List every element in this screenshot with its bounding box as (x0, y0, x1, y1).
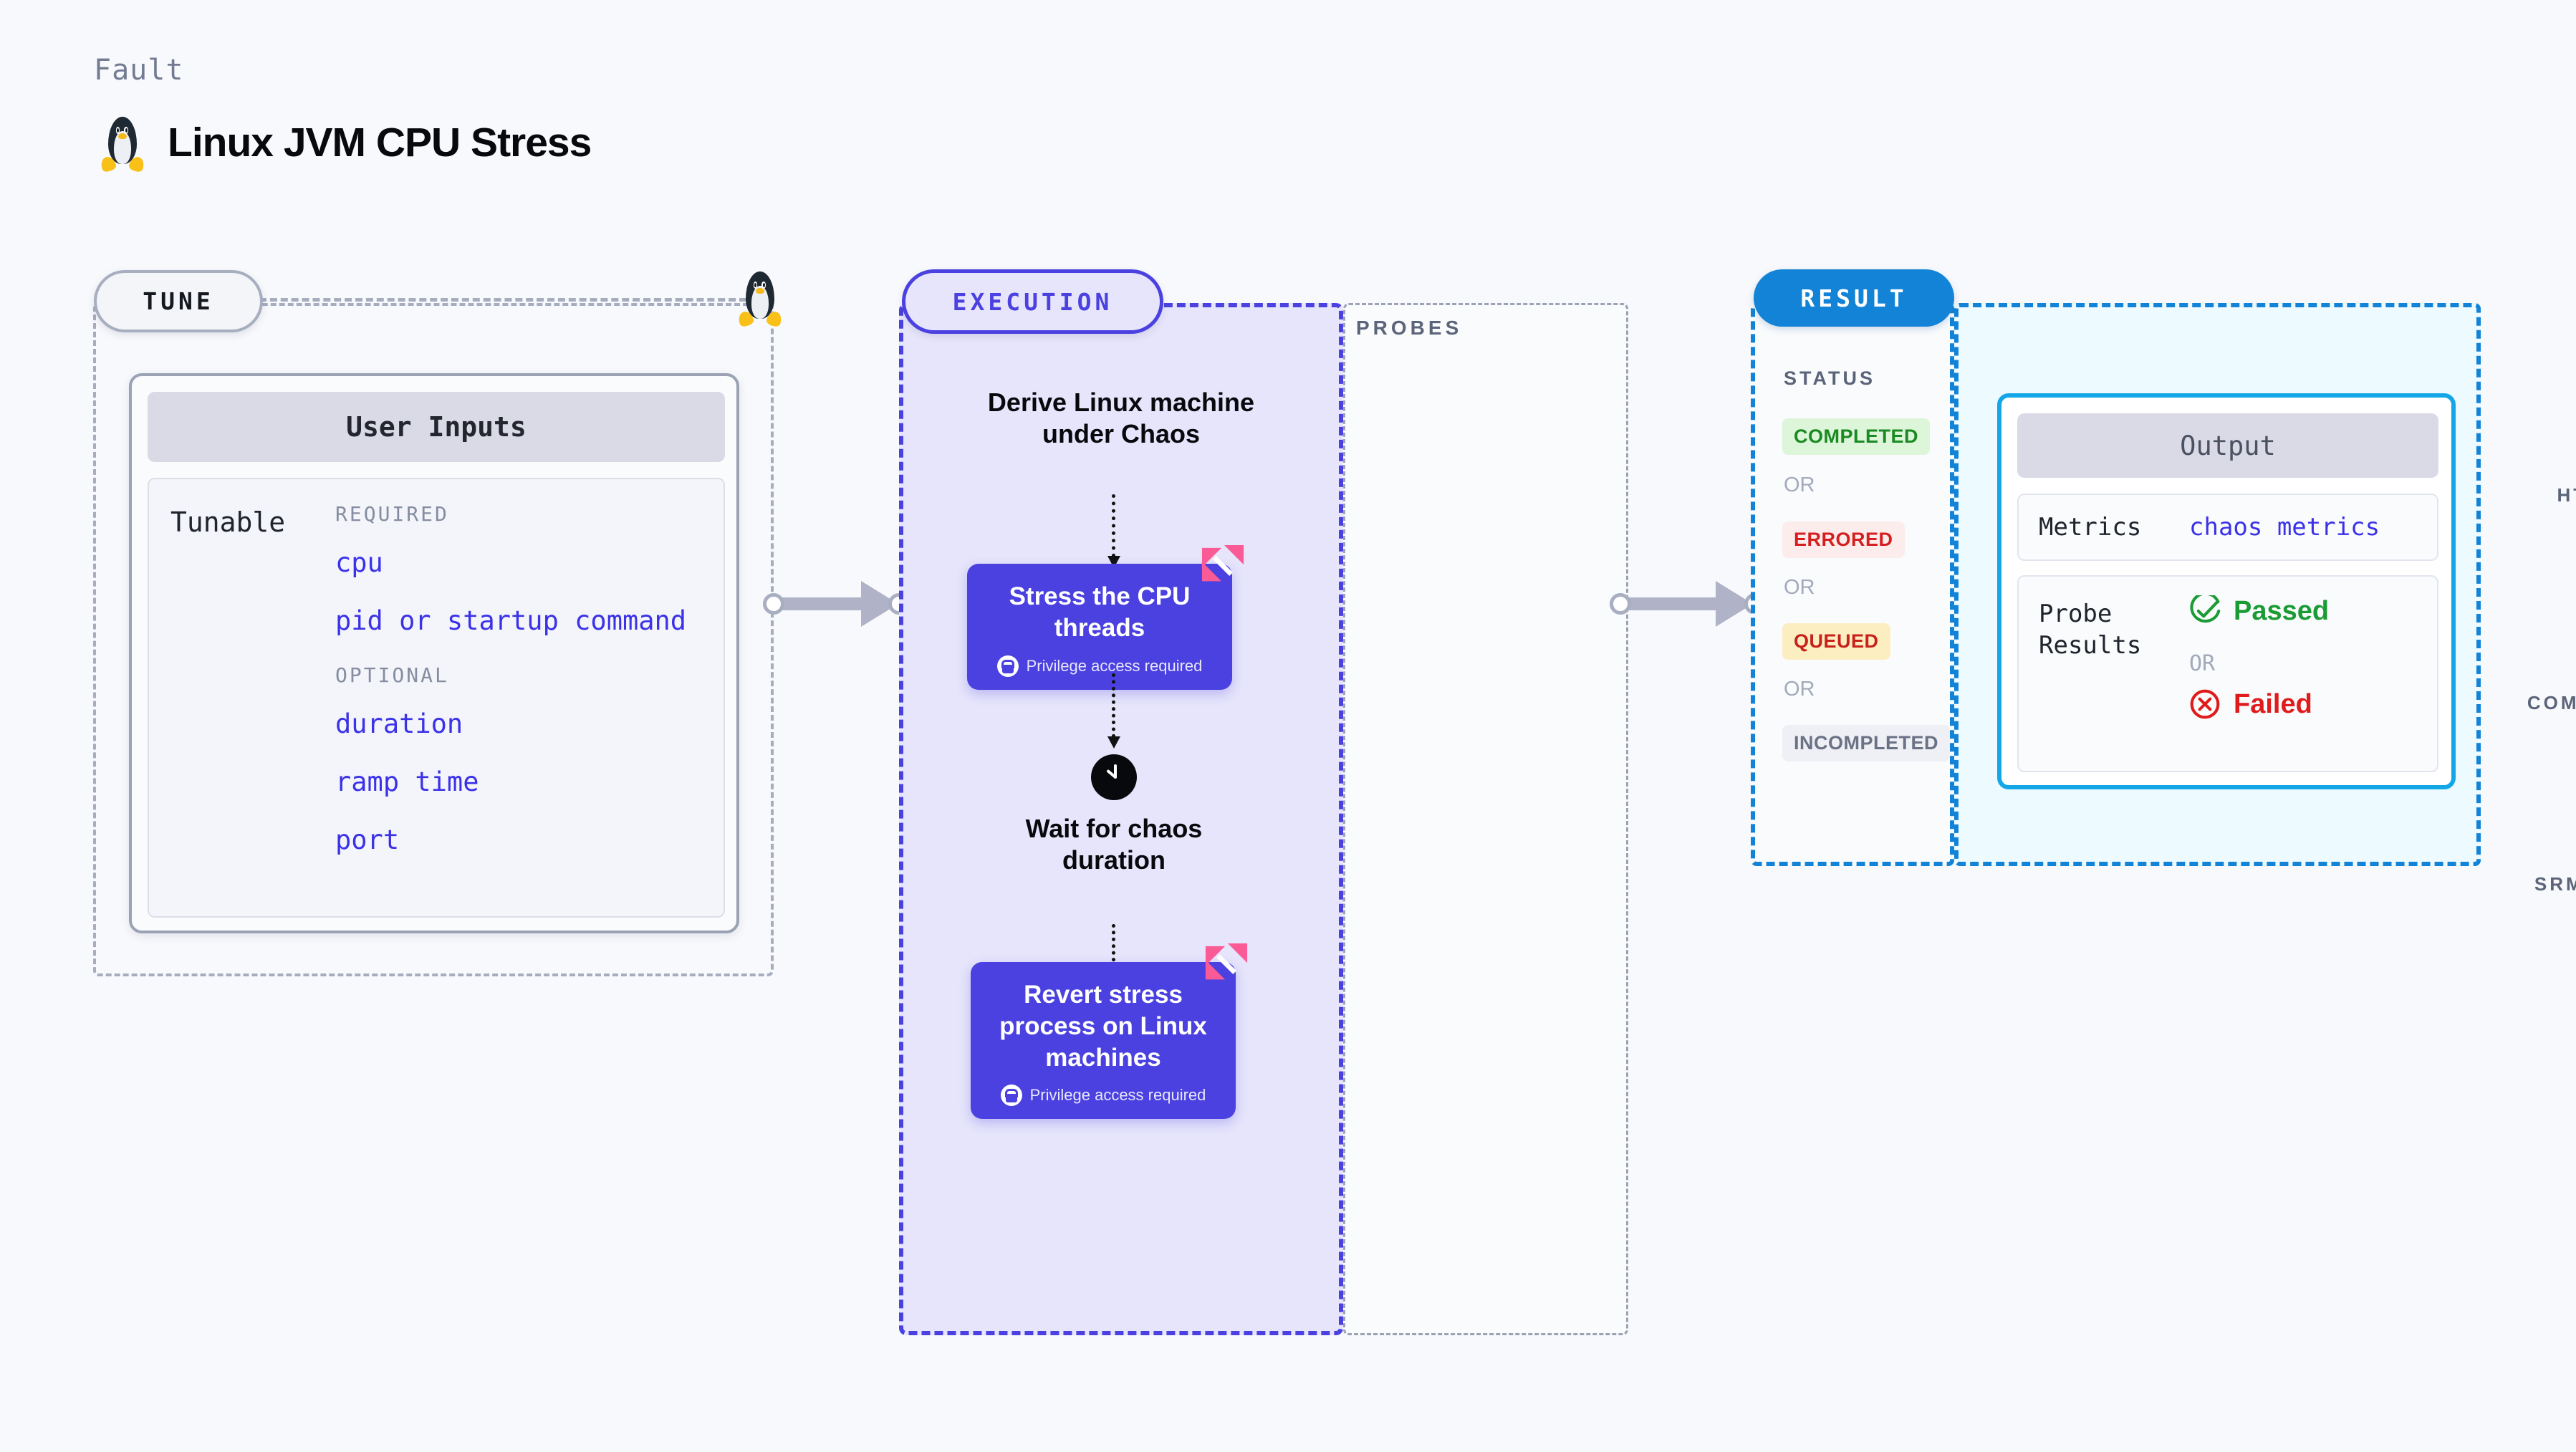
probe-http-caption: HTTP PROBE (2557, 484, 2576, 506)
probes-panel (1343, 303, 1628, 1335)
execution-arrow-2 (1107, 673, 1120, 749)
execution-step-stress-card: Stress the CPU threads Privilege access … (967, 544, 1244, 690)
litmus-logo-icon (1205, 943, 1248, 980)
probe-srm-slo-caption: SRM SLO PROBE (2534, 873, 2576, 895)
litmus-logo-icon (1201, 544, 1244, 582)
status-or-3: OR (1784, 678, 1815, 701)
tunables-body: Tunable REQUIRED cpu pid or startup comm… (148, 478, 725, 918)
linux-penguin-icon (99, 115, 146, 174)
output-metrics-value[interactable]: chaos metrics (2189, 513, 2380, 542)
x-circle-icon (2190, 689, 2220, 719)
output-card: Output Metrics chaos metrics Probe Resul… (1997, 393, 2456, 789)
status-badge-incompleted: INCOMPLETED (1782, 725, 1951, 761)
execution-step-revert-card: Revert stress process on Linux machines … (971, 943, 1248, 1120)
privilege-note-text: Privilege access required (1026, 656, 1203, 675)
privilege-note: Privilege access required (979, 655, 1221, 677)
execution-step-derive-text: Derive Linux machine under Chaos (987, 388, 1255, 448)
lock-icon (996, 655, 1019, 677)
probe-result-passed-text: Passed (2234, 595, 2330, 626)
tunable-group-heading-required: REQUIRED (335, 502, 449, 526)
linux-penguin-marker-icon (736, 269, 784, 329)
lock-icon (1000, 1085, 1022, 1107)
page-kicker: Fault (94, 54, 184, 87)
tunable-item-port[interactable]: port (335, 824, 400, 855)
probe-http[interactable]: HTTP PROBE (1343, 387, 2576, 508)
user-inputs-card: User Inputs Tunable REQUIRED cpu pid or … (129, 373, 739, 933)
probe-command-caption: COMMAND PROBE (2527, 692, 2576, 713)
tunable-item-pid-or-startup-command[interactable]: pid or startup command (335, 605, 687, 636)
probe-command[interactable]: COMMAND PROBE (1343, 595, 2576, 716)
status-badge-errored: ERRORED (1782, 521, 1905, 558)
status-badge-completed: COMPLETED (1782, 418, 1931, 455)
execution-step-wait-text: Wait for chaos duration (1025, 814, 1203, 875)
probes-label: PROBES (1356, 317, 1463, 339)
tunable-group-heading-optional: OPTIONAL (335, 663, 449, 687)
probe-result-passed: Passed (2189, 595, 2329, 627)
probe-result-failed-text: Failed (2234, 688, 2312, 719)
tunable-item-duration[interactable]: duration (335, 708, 463, 739)
output-probe-results-label-text: Probe Results (2039, 600, 2142, 660)
page-title: Linux JVM CPU Stress (168, 120, 592, 165)
status-panel (1751, 303, 1954, 866)
probe-srm-slo[interactable]: SRM SLO PROBE (1343, 776, 2576, 897)
tunable-label: Tunable (170, 506, 286, 538)
result-pill-label: RESULT (1754, 269, 1954, 327)
output-metrics-label: Metrics (2039, 513, 2142, 542)
status-badge-queued: QUEUED (1782, 623, 1890, 660)
probe-result-failed: Failed (2189, 688, 2312, 720)
page-header: Linux JVM CPU Stress (99, 115, 592, 174)
probe-result-or: OR (2189, 651, 2216, 676)
execution-panel (899, 303, 1343, 1335)
status-or-1: OR (1784, 473, 1815, 496)
tunable-list: REQUIRED cpu pid or startup command OPTI… (335, 502, 686, 883)
privilege-note-text-2: Privilege access required (1029, 1086, 1206, 1105)
tunable-item-cpu[interactable]: cpu (335, 547, 383, 578)
output-probe-results-row: Probe Results Passed OR Failed (2017, 575, 2438, 772)
output-metrics-row: Metrics chaos metrics (2017, 494, 2438, 561)
status-or-2: OR (1784, 576, 1815, 599)
privilege-note-2: Privilege access required (982, 1085, 1224, 1107)
check-circle-icon (2190, 595, 2221, 623)
tune-connector-line (259, 298, 746, 302)
execution-arrow-1 (1107, 494, 1120, 568)
output-probe-results-label: Probe Results (2039, 598, 2161, 661)
clock-icon (1091, 754, 1137, 800)
tune-panel (93, 303, 774, 976)
tune-pill-label: TUNE (94, 270, 263, 332)
execution-step-revert-title: Revert stress process on Linux machines (999, 981, 1207, 1072)
status-label: STATUS (1784, 367, 1875, 389)
execution-pill-label: EXECUTION (902, 269, 1163, 334)
output-title: Output (2017, 413, 2438, 478)
user-inputs-title: User Inputs (148, 392, 725, 462)
tunable-item-ramp-time[interactable]: ramp time (335, 766, 479, 797)
execution-step-stress-title: Stress the CPU threads (1009, 582, 1191, 642)
